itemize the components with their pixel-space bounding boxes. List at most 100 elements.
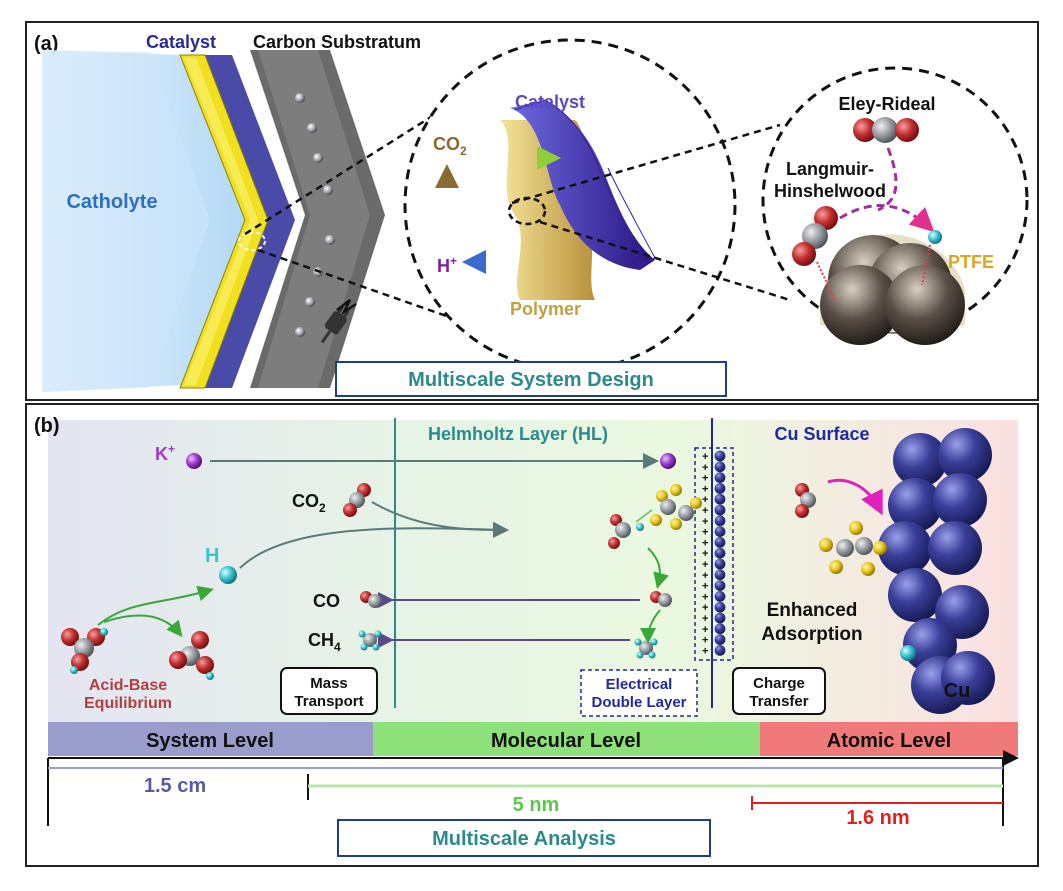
edl-plus-sign: + [702, 462, 708, 474]
edl-plus-sign: + [702, 559, 708, 571]
adsorbed-hydrogen-icon [900, 645, 916, 661]
carbon-substratum-label: Carbon Substratum [253, 32, 421, 52]
edl-plus-sign: + [702, 505, 708, 517]
ch4-product-icon [358, 630, 382, 651]
system-level-band [48, 722, 373, 756]
edl-sphere [714, 645, 726, 656]
panel-a-title: Multiscale System Design [408, 369, 654, 391]
edl-sphere [714, 472, 726, 483]
molecular-level-label: Molecular Level [491, 730, 641, 752]
carbon-substratum-texture [258, 50, 370, 388]
atomic-level-band [760, 722, 1018, 756]
hydrogen-atom-icon [219, 566, 237, 584]
catalyst-top-label: Catalyst [146, 32, 216, 52]
h-label: H [205, 545, 219, 567]
carbonic-acid-molecule-right [169, 631, 214, 680]
reduction-arrow-1 [647, 547, 669, 589]
h-transport-arrow [239, 521, 509, 569]
co2-molecule-eley [853, 117, 919, 143]
zoom-line-1b [257, 248, 516, 342]
carbonate-molecule-icon [650, 484, 702, 530]
hydrogen-atom-icon [928, 230, 942, 244]
edl-sphere [714, 493, 726, 505]
acid-base-label-1: Acid-Base [89, 677, 167, 694]
edl-sphere [714, 601, 726, 613]
edl-plus-sign: + [702, 635, 708, 647]
edl-plus-sign: + [702, 516, 708, 528]
edl-sphere [714, 634, 726, 645]
zoom-line-2a [511, 123, 781, 205]
scale-label-molecular: 5 nm [513, 794, 560, 816]
potassium-ion-icon [660, 453, 676, 469]
molecular-level-band [373, 722, 760, 756]
co2-molecule-icon [343, 483, 371, 517]
catalyst-yellow-shine [184, 58, 258, 385]
edl-sphere [714, 580, 726, 591]
co-product-icon [360, 591, 382, 608]
power-plug-icon [320, 305, 350, 344]
helmholtz-label: Helmholtz Layer (HL) [428, 424, 608, 444]
adsorption-arrow [827, 478, 883, 516]
edl-label-2: Double Layer [591, 694, 686, 711]
electron-icon [313, 153, 323, 163]
edl-sphere [714, 515, 726, 527]
double-layer-box [694, 447, 734, 661]
charge-transfer-label-1: Charge [753, 675, 805, 692]
edl-plus-sign: + [702, 537, 708, 549]
equilibrium-arrow-down [103, 614, 183, 638]
edl-plus-sign: + [702, 581, 708, 593]
ch4-molecule-icon [634, 638, 658, 659]
double-layer-column: +++++++++++++++++++ [702, 450, 726, 657]
co2-label-b: CO2 [292, 491, 326, 515]
co2-label: CO2 [433, 134, 467, 158]
panel-b-title: Multiscale Analysis [432, 828, 616, 850]
system-level-label: System Level [146, 730, 274, 752]
edl-sphere [714, 450, 726, 462]
h-plus-label: H+ [437, 254, 457, 276]
edl-plus-sign: + [702, 548, 708, 560]
co2-molecule-langmuir [792, 206, 838, 266]
carbonate-adsorbing-icon [819, 521, 887, 576]
langmuir-label-2: Hinshelwood [774, 181, 886, 201]
edl-plus-sign: + [702, 613, 708, 625]
carbonic-acid-molecule-left [61, 628, 108, 674]
catalyst-circle-label: Catalyst [515, 92, 585, 112]
edl-plus-sign: + [702, 624, 708, 636]
co-label: CO [313, 591, 340, 611]
edl-sphere [714, 461, 726, 473]
edl-sphere [714, 483, 726, 494]
edl-plus-sign: + [702, 473, 708, 485]
cu-cluster [878, 428, 995, 714]
edl-plus-sign: + [702, 591, 708, 603]
panel-a-tag: (a) [34, 33, 58, 55]
edl-plus-sign: + [702, 494, 708, 506]
cooh-intermediate-icon [608, 514, 644, 549]
edl-plus-sign: + [702, 602, 708, 614]
mass-transport-box [280, 667, 378, 715]
scale-label-atomic: 1.6 nm [846, 807, 909, 829]
ptfe-label: PTFE [948, 252, 994, 272]
edl-sphere [714, 537, 726, 548]
cu-label: Cu [944, 680, 971, 702]
ptfe-sphere [820, 265, 900, 345]
zoom-line-1a [244, 103, 451, 236]
scale-label-system: 1.5 cm [144, 775, 206, 797]
langmuir-label-1: Langmuir- [786, 159, 874, 179]
edl-sphere [714, 526, 726, 537]
mass-transport-label-1: Mass [310, 675, 348, 692]
zoom-spot-1 [238, 231, 266, 251]
lightning-icon [336, 299, 357, 316]
electron-icon [295, 93, 305, 103]
edl-plus-sign: + [702, 645, 708, 657]
edl-label-1: Electrical [606, 676, 673, 693]
electron-icon [323, 185, 333, 195]
potassium-ion-icon [186, 453, 202, 469]
atomic-level-label: Atomic Level [827, 730, 951, 752]
edl-sphere [714, 547, 726, 559]
catholyte-label: Catholyte [66, 191, 157, 213]
panel-b-tag: (b) [34, 415, 60, 437]
ch4-label: CH4 [308, 630, 341, 654]
zoom-line-2b [539, 220, 791, 302]
